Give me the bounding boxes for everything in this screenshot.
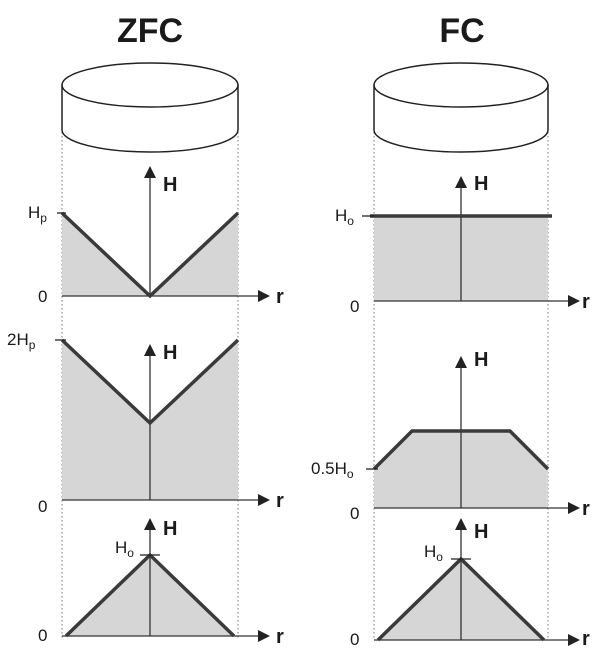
zfc-panel-1-profile bbox=[60, 211, 240, 299]
zfc-panel-3-zero-label: 0 bbox=[38, 626, 47, 645]
zfc-panel-2-zero-label: 0 bbox=[38, 497, 47, 516]
fc-panel-2-zero-label: 0 bbox=[350, 504, 359, 523]
fc-panel-3-r-label: r bbox=[582, 628, 590, 649]
zfc-panel-1-h-arrow-icon bbox=[144, 166, 156, 178]
zfc-title: ZFC bbox=[117, 12, 183, 50]
fc-panel-1-r-label: r bbox=[582, 291, 590, 313]
zfc-column: ZFC Hp 0 H r bbox=[7, 12, 284, 648]
zfc-panel-1: Hp 0 H r bbox=[28, 166, 284, 308]
fc-panel-2-h-label: H bbox=[474, 349, 488, 371]
zfc-panel-1-fill bbox=[62, 213, 238, 296]
zfc-cylinder-icon bbox=[61, 62, 239, 153]
fc-panel-2-level-label: 0.5Ho bbox=[311, 459, 354, 481]
zfc-panel-2-h-arrow-icon bbox=[144, 344, 156, 356]
zfc-panel-2-fill bbox=[62, 340, 238, 500]
zfc-panel-1-h-label: H bbox=[163, 174, 177, 196]
fc-panel-3: Ho 0 H r bbox=[350, 518, 590, 649]
zfc-panel-1-r-label: r bbox=[276, 286, 284, 308]
fc-panel-1-r-arrow-icon bbox=[568, 295, 580, 307]
fc-panel-3-zero-label: 0 bbox=[350, 630, 359, 649]
zfc-panel-3-r-arrow-icon bbox=[258, 630, 270, 642]
zfc-panel-3-h-label: H bbox=[163, 518, 177, 540]
fc-panel-3-level-label: Ho bbox=[424, 542, 443, 564]
fc-title: FC bbox=[439, 12, 484, 50]
fc-column: FC Ho 0 H r bbox=[311, 12, 590, 649]
fc-panel-2-profile bbox=[372, 429, 550, 471]
fc-panel-1: Ho 0 H r bbox=[335, 173, 590, 316]
zfc-panel-3-r-label: r bbox=[276, 626, 284, 648]
fc-panel-1-zero-label: 0 bbox=[350, 297, 359, 316]
fc-panel-1-level-label: Ho bbox=[335, 206, 354, 228]
fc-panel-1-h-arrow-icon bbox=[455, 176, 467, 188]
zfc-panel-2-r-label: r bbox=[276, 490, 284, 512]
fc-panel-3-h-label: H bbox=[474, 521, 488, 543]
zfc-panel-3-h-arrow-icon bbox=[144, 518, 156, 530]
fc-panel-2-r-label: r bbox=[582, 498, 590, 520]
zfc-panel-2-level-label: 2Hp bbox=[7, 330, 36, 352]
fc-cylinder-icon bbox=[373, 62, 549, 153]
zfc-panel-3-level-label: Ho bbox=[115, 538, 134, 560]
zfc-panel-2: 2Hp 0 H r bbox=[7, 330, 284, 516]
zfc-panel-2-profile bbox=[60, 338, 240, 426]
zfc-panel-3: Ho 0 H r bbox=[38, 518, 284, 648]
fc-panel-3-h-arrow-icon bbox=[455, 518, 467, 530]
zfc-panel-2-h-label: H bbox=[163, 342, 177, 364]
zfc-panel-2-r-arrow-icon bbox=[258, 494, 270, 506]
zfc-panel-1-zero-label: 0 bbox=[38, 287, 47, 306]
zfc-panel-1-level-label: Hp bbox=[28, 203, 47, 225]
zfc-panel-1-r-arrow-icon bbox=[258, 290, 270, 302]
fc-panel-2: 0.5Ho 0 H r bbox=[311, 349, 590, 523]
fc-panel-2-h-arrow-icon bbox=[455, 356, 467, 368]
fc-panel-2-r-arrow-icon bbox=[568, 502, 580, 514]
fc-panel-1-h-label: H bbox=[474, 173, 488, 195]
fc-panel-3-r-arrow-icon bbox=[568, 634, 580, 646]
